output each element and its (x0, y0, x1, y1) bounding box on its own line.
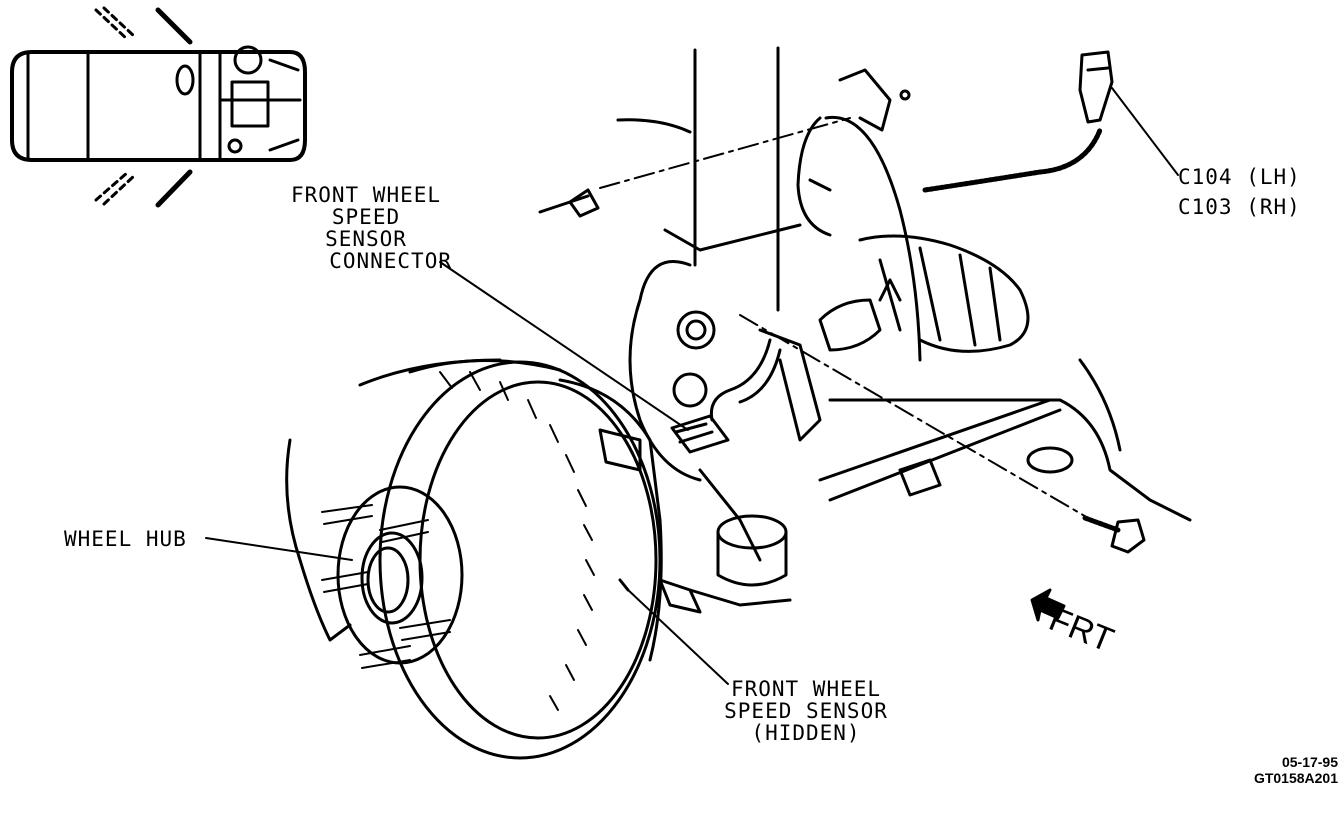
splash-shield (285, 378, 663, 662)
label-connector-ids: C104 (LH) C103 (RH) (1178, 166, 1301, 218)
sensor-wire-harness (709, 68, 922, 422)
label-line: FRONT WHEEL (730, 677, 882, 701)
wheel-studs (321, 504, 451, 669)
cv-axle-boot (818, 234, 1030, 353)
drawing-date: 05-17-95 (1281, 754, 1338, 770)
label-line: (HIDDEN) (751, 721, 861, 745)
label-line: SPEED SENSOR (724, 699, 888, 723)
mounting-bolt-upper (538, 117, 851, 218)
sensor-connector-block (670, 414, 730, 454)
label-sensor-hidden: FRONT WHEEL SPEED SENSOR (HIDDEN) (716, 678, 896, 744)
mounting-bolt-lower (739, 314, 1146, 554)
leader-lines (205, 87, 1179, 685)
wheel-hub (321, 485, 464, 669)
drawing-code: GT0158A201 (1253, 770, 1338, 786)
brake-rotor (358, 358, 662, 760)
label-c104: C104 (LH) (1178, 165, 1301, 189)
tie-rod-and-control-arm (818, 358, 1192, 522)
label-sensor-connector: FRONT WHEEL SPEED SENSOR CONNECTOR (286, 183, 451, 272)
sensor-pigtail-cable (922, 50, 1114, 193)
label-line: SENSOR (325, 227, 407, 251)
front-direction-arrow-icon (1030, 588, 1066, 622)
label-wheel-hub: WHEEL HUB (64, 527, 187, 551)
tie-rod-end (658, 514, 792, 614)
label-line: CONNECTOR (329, 249, 452, 273)
vehicle-locator-inset (10, 6, 307, 208)
label-line: FRONT WHEEL (290, 183, 442, 207)
strut-assembly (616, 46, 780, 312)
label-line: SPEED (331, 205, 401, 229)
label-c103: C103 (RH) (1178, 195, 1301, 219)
drawing-stamp: 05-17-95 GT0158A201 (1190, 754, 1338, 786)
